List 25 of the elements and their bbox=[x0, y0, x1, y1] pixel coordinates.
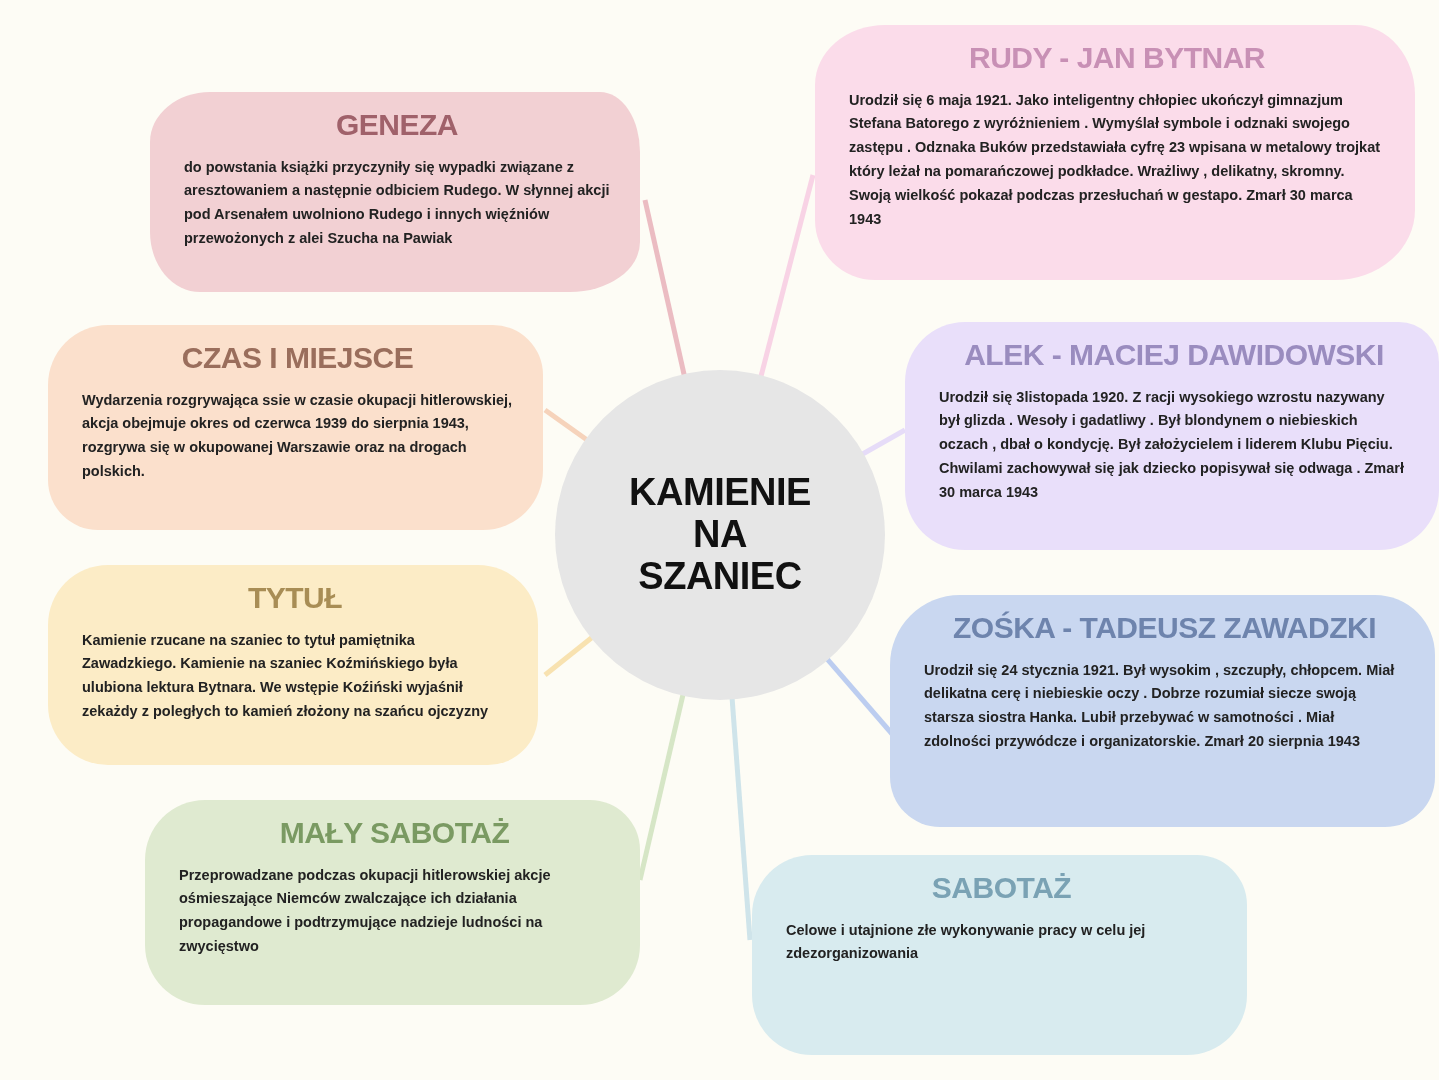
topic-card bbox=[48, 565, 538, 765]
topic-heading: GENEZA bbox=[335, 107, 459, 143]
topic-heading: ZOŚKA - TADEUSZ ZAWADZKI bbox=[952, 610, 1377, 646]
topic-card bbox=[145, 800, 640, 1005]
topic-heading: MAŁY SABOTAŻ bbox=[278, 815, 511, 851]
topic-heading: SABOTAŻ bbox=[930, 870, 1073, 906]
topic-heading: RUDY - JAN BYTNAR bbox=[968, 40, 1266, 76]
topic-description: Urodził się 3listopada 1920. Z racji wysokiego wzrostu nazywany był glizda . Wesoły i gadatliwy . Był blondynem o niebieskich oczach , dbał o kondycję. Był założycielem i liderem Klubu Pięciu. Chwilami zachowywał się jak dziecko popisywał się odwaga . Zmarł 30 marca 1943 bbox=[939, 387, 1405, 503]
topic-card bbox=[905, 322, 1439, 550]
topic-description: Przeprowadzane podczas okupacji hitlerowskiej akcje ośmieszające Niemców zwalczające ich działania propagandowe i podtrzymujące nadzieje ludności na zwycięstwo bbox=[179, 865, 552, 957]
topic-card bbox=[890, 595, 1435, 827]
topic-description: do powstania książki przyczyniły się wypadki związane z aresztowaniem a następnie odbiciem Rudego. W słynnej akcji pod Arsenałem uwolniono Rudego i innych więźniów przewożonych z alei Szucha na Pawiak bbox=[184, 157, 610, 249]
topic-card bbox=[150, 92, 640, 292]
central-title: KAMIENIE NA SZANIEC bbox=[628, 472, 812, 598]
topic-description: Kamienie rzucane na szaniec to tytuł pamiętnika Zawadzkiego. Kamienie na szaniec Koźmińskiego była ulubiona lektura Bytnara. We wstępie Koźiński wyjaśnił zekażdy z poległych to kamień złożony na szańcu ojczyzny bbox=[82, 630, 490, 722]
topic-card bbox=[815, 25, 1415, 280]
topic-description: Wydarzenia rozgrywająca ssie w czasie okupacji hitlerowskiej, akcja obejmuje okres od czerwca 1939 do sierpnia 1943, rozgrywa się w okupowanej Warszawie oraz na drogach polskich. bbox=[82, 390, 513, 482]
topic-heading: ALEK - MACIEJ DAWIDOWSKI bbox=[963, 337, 1385, 373]
topic-card bbox=[48, 325, 543, 530]
topic-description: Urodził się 6 maja 1921. Jako inteligentny chłopiec ukończył gimnazjum Stefana Batorego z wyróżnieniem . Wymyślał symbole i odznaki swojego zastępu . Odznaka Buków przedstawiała cyfrę 23 wpisana w metalowy trojkat który leżał na pomarańczowej podkładce. Wrażliwy , delikatny, skromny. Swoją wielkość pokazał podczas przesłuchań w gestapo. Zmarł 30 marca 1943 bbox=[849, 90, 1382, 230]
topic-card bbox=[752, 855, 1247, 1055]
topic-description: Celowe i utajnione złe wykonywanie pracy w celu jej zdezorganizowania bbox=[786, 920, 1147, 964]
topic-description: Urodził się 24 stycznia 1921. Był wysokim , szczupły, chłopcem. Miał delikatna cerę i niebieskie oczy . Dobrze rozumiał siecze swoją starsza siostra Hanka. Lubił przebywać w samotności . Miał zdolności przywódcze i organizatorskie. Zmarł 20 sierpnia 1943 bbox=[924, 660, 1396, 752]
topic-heading: CZAS I MIEJSCE bbox=[180, 340, 415, 376]
topic-heading: TYTUŁ bbox=[246, 580, 344, 616]
